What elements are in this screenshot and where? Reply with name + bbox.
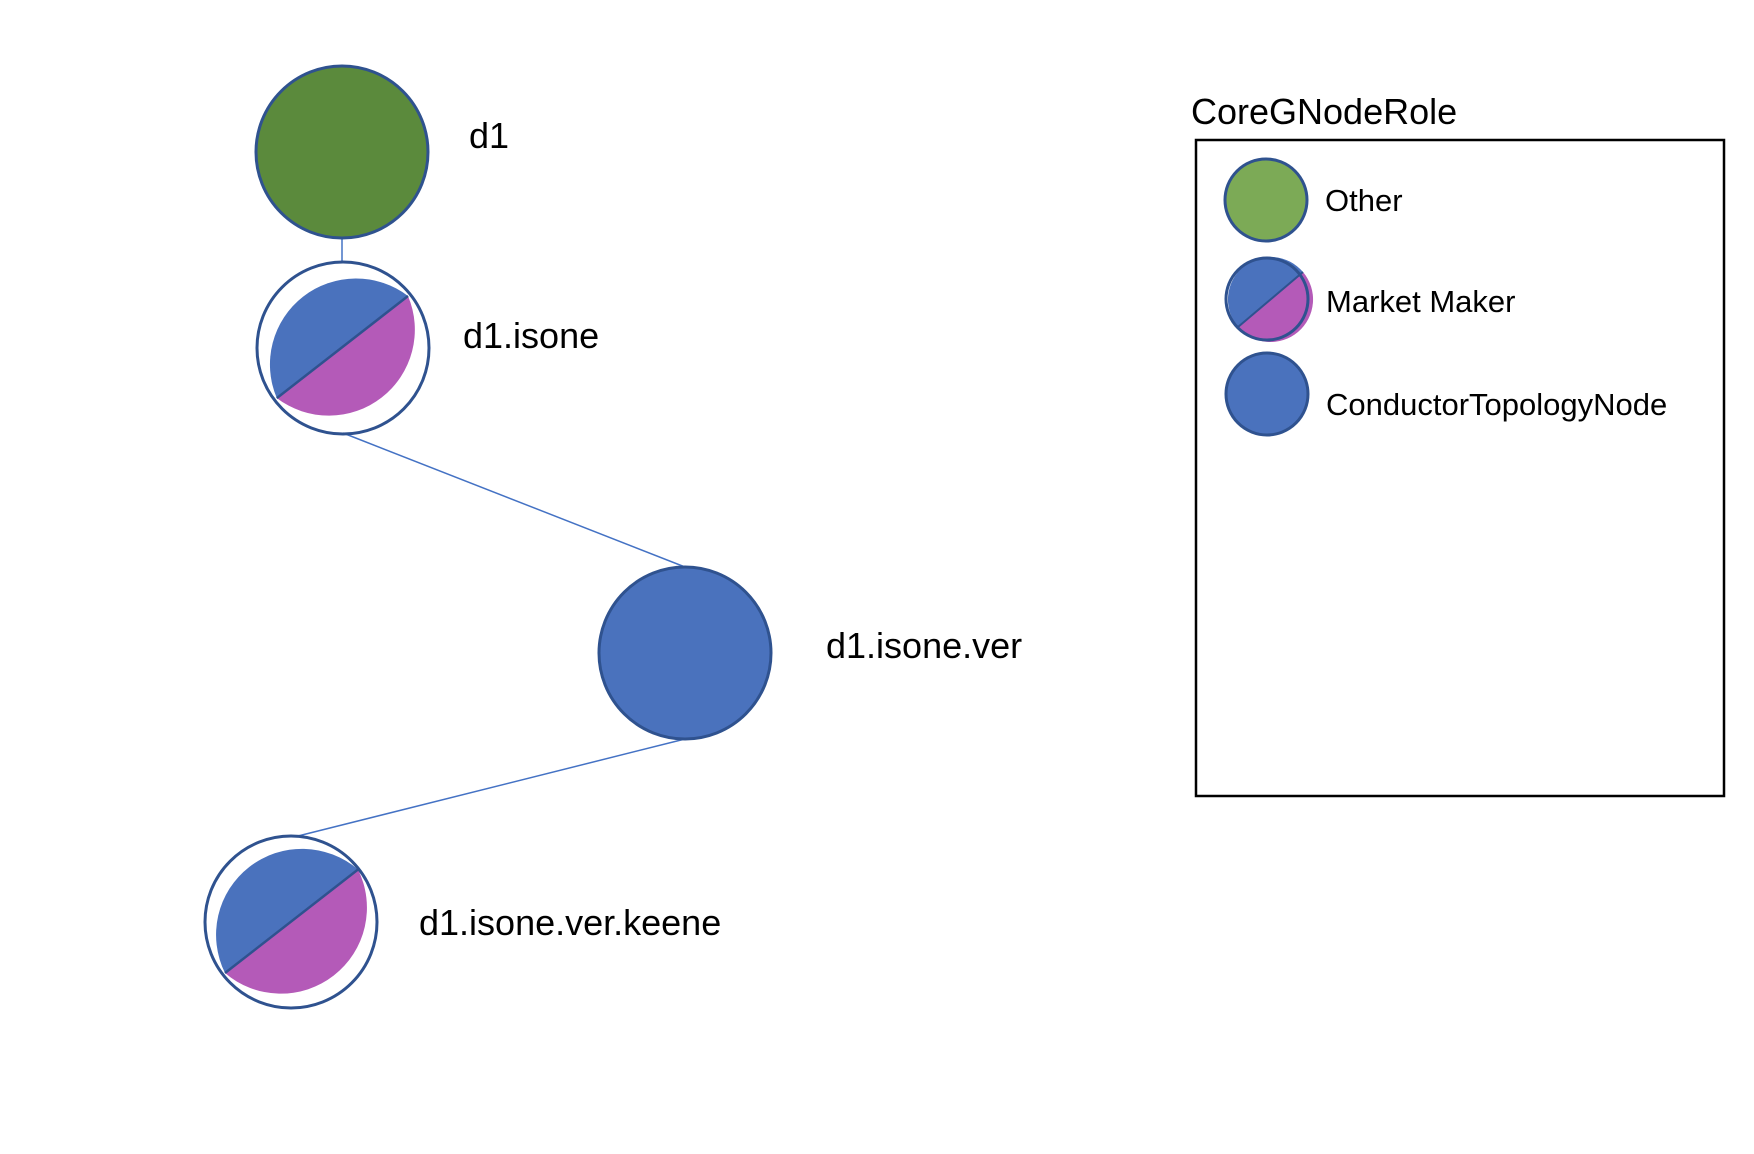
node-d1-isone-label: d1.isone: [463, 315, 599, 356]
legend-item-conductor-topology-node: ConductorTopologyNode: [1224, 351, 1667, 437]
legend-item-market-maker: Market Maker: [1224, 256, 1515, 343]
node-d1-isone[interactable]: d1.isone: [255, 260, 599, 436]
node-d1-isone-ver-keene-bottom-half: [225, 869, 367, 994]
node-d1-isone-ver-keene-top-half: [216, 848, 358, 973]
node-d1-isone-ver-keene-circle: [203, 834, 379, 1010]
legend-item-conductor-topology-node-label: ConductorTopologyNode: [1326, 387, 1667, 422]
legend-box: [1194, 138, 1726, 798]
node-d1-isone-divider: [276, 295, 409, 400]
node-d1-isone-circle: [255, 260, 431, 436]
node-d1-isone-ver-keene-divider: [224, 868, 359, 974]
node-d1-isone-ver-keene-label: d1.isone.ver.keene: [419, 902, 721, 943]
node-d1-isone-ver[interactable]: d1.isone.ver: [597, 565, 1022, 741]
edges: [297, 238, 686, 837]
node-d1-label: d1: [469, 115, 509, 156]
legend-market-maker-swatch: [1224, 256, 1314, 343]
node-d1-isone-bottom-half: [276, 296, 415, 416]
legend-item-other: Other: [1223, 157, 1403, 243]
edge-d1-isone-to-d1-isone-ver: [342, 432, 686, 568]
node-d1-isone-ver-keene[interactable]: d1.isone.ver.keene: [203, 834, 721, 1010]
node-d1-isone-top-half: [269, 278, 408, 399]
node-d1[interactable]: d1: [254, 64, 509, 240]
legend: CoreGNodeRole Other Market Maker Conduct…: [1191, 91, 1726, 798]
node-d1-circle: [254, 64, 430, 240]
node-d1-isone-ver-label: d1.isone.ver: [826, 625, 1022, 666]
node-d1-isone-ver-circle: [597, 565, 773, 741]
legend-other-swatch: [1223, 157, 1309, 243]
edge-d1-isone-ver-to-d1-isone-ver-keene: [297, 738, 686, 837]
legend-conductor-topology-node-swatch: [1224, 351, 1310, 437]
legend-item-other-label: Other: [1325, 183, 1403, 218]
legend-title: CoreGNodeRole: [1191, 91, 1457, 132]
legend-item-market-maker-label: Market Maker: [1326, 284, 1515, 319]
